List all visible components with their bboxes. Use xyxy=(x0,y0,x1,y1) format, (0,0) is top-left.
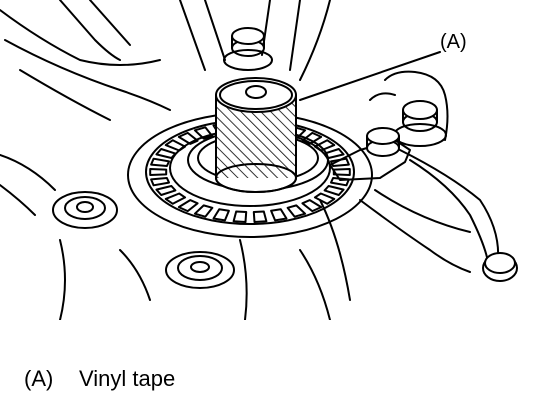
bolt-top xyxy=(223,27,273,71)
gear-tooth xyxy=(193,204,214,218)
gear-tooth xyxy=(313,192,336,205)
gear-tooth xyxy=(323,185,345,196)
gear-tooth xyxy=(164,139,187,152)
gear-tooth xyxy=(155,148,177,159)
gear-tooth xyxy=(164,192,187,205)
gear-tooth xyxy=(313,139,336,152)
legend-key: (A) xyxy=(24,366,54,391)
gear-tooth xyxy=(286,204,307,218)
gear-tooth xyxy=(149,168,168,176)
gear-tooth xyxy=(212,208,230,222)
assembly-illustration: (A) xyxy=(0,0,518,320)
gear-tooth xyxy=(193,126,214,140)
gear-tooth xyxy=(332,168,351,176)
gear-tooth xyxy=(232,210,248,223)
shaft-with-vinyl-tape xyxy=(215,77,297,193)
bolt-hole-left xyxy=(52,191,118,229)
gear-tooth xyxy=(301,131,323,145)
legend-description: Vinyl tape xyxy=(79,366,176,391)
gear-tooth xyxy=(150,177,170,187)
gear-tooth xyxy=(150,157,170,167)
gear-tooth xyxy=(177,131,199,145)
gear-tooth xyxy=(301,199,323,213)
gear-tooth xyxy=(270,208,288,222)
gear-tooth xyxy=(177,199,199,213)
lever-arm xyxy=(329,139,518,282)
gear-tooth xyxy=(252,210,268,223)
bolt-right-lower xyxy=(366,127,400,157)
legend: (A) Vinyl tape xyxy=(24,366,175,392)
callout-label: (A) xyxy=(440,31,467,53)
bolt-hole-bottom xyxy=(165,251,235,289)
housing-casting xyxy=(0,0,471,320)
gear-tooth xyxy=(155,185,177,196)
bolt-right-upper xyxy=(393,100,447,147)
callout-leader-line xyxy=(299,51,441,101)
